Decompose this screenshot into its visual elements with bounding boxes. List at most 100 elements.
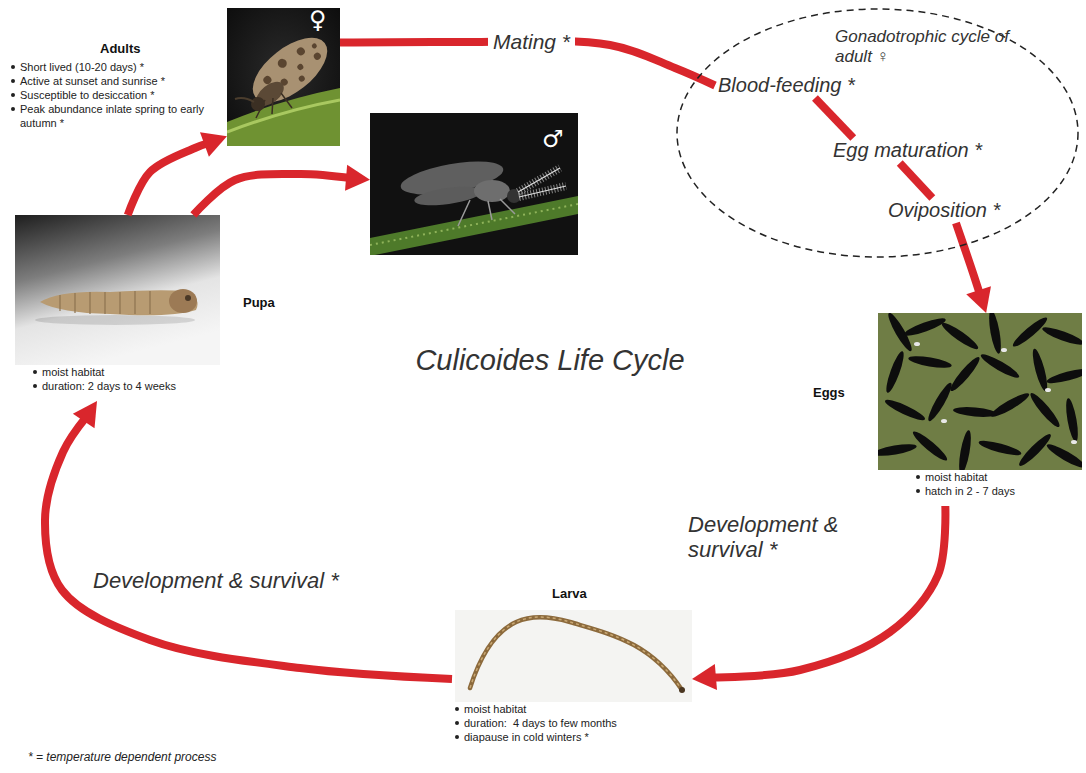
eggs-photo-part bbox=[987, 313, 1004, 354]
eggs-photo-part bbox=[1046, 366, 1082, 386]
cycle-title: Gonadotrophic cycle of adult ♀ bbox=[835, 27, 1010, 67]
female-midge-photo-part bbox=[227, 100, 340, 132]
female-midge-photo-part bbox=[256, 93, 292, 118]
female-midge-photo-part bbox=[227, 88, 340, 146]
pupa-photo-part bbox=[15, 215, 220, 365]
cycle-step: Oviposition * bbox=[885, 198, 1003, 223]
cycle-step: Blood-feeding * bbox=[715, 73, 858, 98]
eggs-photo-part bbox=[953, 406, 998, 419]
diagram-title: Culicoides Life Cycle bbox=[300, 343, 800, 377]
text-holder: Adults bbox=[100, 41, 140, 57]
cycle-arrow bbox=[45, 401, 452, 679]
eggs-photo-part bbox=[989, 390, 1032, 420]
eggs-photo-part bbox=[883, 397, 927, 424]
female-midge-photo-part bbox=[235, 98, 254, 102]
eggs-photo-part bbox=[878, 442, 917, 459]
bullet-note: Susceptible to desiccation * bbox=[8, 88, 213, 102]
bullet-note: Peak abundance inlate spring to early au… bbox=[8, 102, 213, 130]
larva-photo-part bbox=[470, 617, 682, 690]
step-label: Oviposition * bbox=[888, 199, 1000, 222]
eggs-photo-part bbox=[1027, 390, 1062, 429]
text-holder: ♂ bbox=[542, 125, 564, 153]
footnote: * = temperature dependent process bbox=[28, 750, 216, 765]
eggs-photo-part bbox=[939, 320, 980, 353]
photo-space bbox=[913, 313, 1082, 470]
female-midge-photo-part-part bbox=[298, 74, 306, 82]
pupa-photo-part bbox=[35, 315, 195, 325]
bullet-note: duration: 2 days to 4 weeks bbox=[30, 379, 220, 393]
female-midge-photo-part bbox=[252, 77, 288, 111]
male-midge-photo-part bbox=[518, 168, 566, 197]
male-midge-photo-part bbox=[370, 204, 578, 245]
eggs-photo-part bbox=[925, 381, 955, 424]
eggs-photo-part bbox=[979, 351, 1022, 381]
arrow-line bbox=[815, 98, 853, 138]
eggs-photo-part bbox=[1071, 440, 1077, 444]
cycle-arrow bbox=[193, 165, 370, 215]
bullet-note: Active at sunset and sunrise * bbox=[8, 74, 213, 88]
eggs-photo-part bbox=[883, 350, 907, 394]
female-midge-photo-part-part bbox=[296, 63, 304, 71]
male-midge-photo-part bbox=[413, 183, 483, 208]
text-holder: Development & survival * bbox=[683, 512, 878, 563]
bullet-note: moist habitat bbox=[30, 365, 220, 379]
text-holder: Pupa bbox=[243, 295, 275, 311]
photo-space bbox=[30, 215, 220, 365]
pupa-photo-part bbox=[169, 289, 197, 313]
text-holder: Development & survival * bbox=[88, 568, 344, 593]
text-holder: Eggs bbox=[813, 385, 845, 401]
dashed-ellipse bbox=[677, 9, 1078, 257]
stage-heading: Adults bbox=[100, 41, 140, 57]
female-midge-photo-part-part bbox=[276, 57, 289, 70]
male-midge-photo-part bbox=[370, 113, 578, 255]
cycle-arrow bbox=[128, 132, 227, 215]
sex-symbol: ♂ bbox=[542, 125, 564, 153]
male-midge-photo-part bbox=[474, 180, 510, 202]
eggs-photo-part bbox=[978, 438, 1023, 458]
eggs-photo-part bbox=[908, 354, 953, 371]
step-label: Blood-feeding * bbox=[718, 74, 855, 97]
sex-symbol: ♀ bbox=[309, 6, 327, 34]
cycle-ellipse: Gonadotrophic cycle of adult ♀ Blood-feed… bbox=[675, 7, 1080, 259]
stage-photo-box: Larvamoist habitatduration: 4 days to fe… bbox=[452, 610, 692, 748]
male-midge-photo bbox=[370, 113, 578, 255]
larva-photo-part bbox=[470, 617, 682, 690]
eggs-photo bbox=[878, 313, 1082, 470]
adult-photo-box: Short lived (10-20 days) *Active at suns… bbox=[227, 8, 340, 146]
cycle-arrow bbox=[900, 163, 933, 198]
arrow-head bbox=[200, 132, 227, 156]
eggs-photo-part bbox=[914, 342, 920, 346]
photo-space bbox=[452, 610, 692, 702]
text-holder: * = temperature dependent process bbox=[28, 750, 216, 765]
cycle-arrow bbox=[956, 223, 991, 313]
stage-heading: Larva bbox=[552, 586, 587, 602]
larva-photo-part bbox=[455, 610, 692, 702]
eggs-photo-part bbox=[947, 354, 982, 393]
female-midge-photo-part-part bbox=[242, 26, 338, 115]
eggs-photo-part bbox=[1010, 314, 1049, 349]
male-midge-photo-part bbox=[518, 168, 566, 197]
stage-heading: Eggs bbox=[813, 385, 845, 401]
text-holder: ♀ bbox=[309, 6, 327, 34]
cycle-arrow bbox=[815, 98, 853, 138]
female-midge-photo-part bbox=[242, 26, 338, 115]
male-midge-photo-part bbox=[370, 196, 578, 255]
pupa-photo-part bbox=[185, 295, 191, 301]
bullet-note: moist habitat bbox=[913, 470, 1082, 484]
stage-heading: Pupa bbox=[243, 295, 275, 311]
arrow-line bbox=[45, 416, 452, 679]
pupa-photo-part bbox=[60, 291, 150, 314]
text-holder: Gonadotrophic cycle of adult ♀ bbox=[835, 27, 1010, 67]
female-midge-photo-part-part bbox=[312, 51, 322, 61]
bullet-note: moist habitat bbox=[452, 702, 692, 716]
stage-photo-box: Eggsmoist habitathatch in 2 - 7 days bbox=[878, 313, 1082, 506]
bullet-note: duration: 4 days to few months bbox=[452, 716, 692, 730]
edge-label: Development & survival * bbox=[683, 512, 878, 563]
bullet-note: Short lived (10-20 days) * bbox=[8, 60, 213, 74]
larva-photo-part bbox=[679, 687, 685, 693]
arrow-head bbox=[73, 401, 97, 428]
adult-photo-box: ♂ bbox=[370, 113, 578, 255]
male-midge-photo-part bbox=[458, 199, 515, 226]
stage-photo-box: Pupamoist habitatduration: 2 days to 4 w… bbox=[15, 215, 220, 401]
